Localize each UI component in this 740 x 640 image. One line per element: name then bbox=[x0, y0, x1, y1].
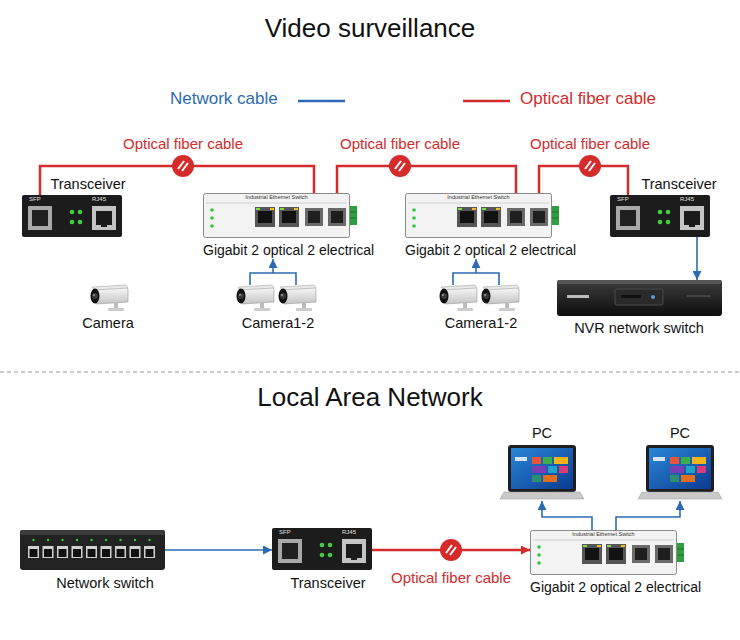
transceiver: TransceiverSFPRJ45 bbox=[272, 528, 372, 570]
port-label: SFP bbox=[279, 529, 291, 536]
camera-icon bbox=[279, 285, 317, 311]
legend-line bbox=[298, 100, 345, 103]
section-title: Local Area Network bbox=[257, 383, 482, 413]
legend-text: Network cable bbox=[170, 89, 278, 109]
port-label: RJ45 bbox=[342, 529, 356, 536]
port-label: RJ45 bbox=[92, 196, 106, 203]
device-label: PC bbox=[532, 425, 552, 442]
device-caption: Industrial Ethernet Switch bbox=[572, 531, 634, 537]
device-label: Transceiver bbox=[641, 176, 716, 193]
ethernet-switch: Industrial Ethernet SwitchGigabit 2 opti… bbox=[203, 193, 376, 259]
device-label: Camera1-2 bbox=[445, 315, 518, 332]
switch-icon bbox=[204, 194, 358, 238]
laptop: PC bbox=[638, 445, 722, 501]
divider bbox=[0, 372, 740, 373]
device-label: Gigabit 2 optical 2 electrical bbox=[405, 242, 576, 258]
edge-label: Optical fiber cable bbox=[121, 135, 245, 152]
network-connector bbox=[272, 259, 274, 273]
fiber-symbol bbox=[440, 539, 462, 561]
camera: Camera bbox=[80, 273, 135, 331]
device-label: NVR network switch bbox=[574, 320, 704, 337]
camera-icon bbox=[440, 285, 478, 311]
transceiver-icon bbox=[610, 195, 710, 237]
switch-icon bbox=[531, 531, 685, 575]
edge-label: Optical fiber cable bbox=[528, 135, 652, 152]
port-label: RJ45 bbox=[680, 196, 694, 203]
device-caption: Industrial Ethernet Switch bbox=[447, 194, 509, 200]
camera-pair: Camera1-2 bbox=[435, 273, 527, 331]
network-switch: Network switch bbox=[20, 530, 165, 570]
port-label: SFP bbox=[29, 196, 41, 203]
transceiver: TransceiverSFPRJ45 bbox=[22, 195, 122, 237]
camera-icon bbox=[237, 285, 275, 311]
fiber-connector bbox=[337, 166, 516, 193]
network-connector bbox=[165, 549, 272, 551]
ethernet-switch: Industrial Ethernet SwitchGigabit 2 opti… bbox=[530, 530, 703, 596]
camera-icon bbox=[482, 285, 520, 311]
network-connector bbox=[616, 501, 680, 530]
nvr-icon bbox=[557, 280, 722, 316]
switch-icon bbox=[406, 194, 560, 238]
nvr: NVR network switch bbox=[557, 280, 722, 316]
device-label: Gigabit 2 optical 2 electrical bbox=[203, 242, 374, 258]
device-label: Transceiver bbox=[290, 575, 365, 592]
device-label: Gigabit 2 optical 2 electrical bbox=[530, 579, 701, 595]
camera-pair: Camera1-2 bbox=[232, 273, 324, 331]
device-label: PC bbox=[670, 425, 690, 442]
edge-label: Optical fiber cable bbox=[338, 135, 462, 152]
fiber-symbol bbox=[172, 155, 194, 177]
edge-label: Optical fiber cable bbox=[389, 569, 513, 586]
title: Video surveillance bbox=[265, 14, 476, 44]
device-label: Transceiver bbox=[50, 176, 125, 193]
ethernet-switch: Industrial Ethernet SwitchGigabit 2 opti… bbox=[405, 193, 578, 259]
legend-line bbox=[463, 100, 510, 103]
port-label: SFP bbox=[617, 196, 629, 203]
camera-icon bbox=[91, 285, 129, 311]
camera-bracket bbox=[453, 273, 499, 285]
fiber-symbol bbox=[579, 155, 601, 177]
device-caption: Industrial Ethernet Switch bbox=[245, 194, 307, 200]
network-switch-icon bbox=[20, 530, 165, 570]
network-connector bbox=[542, 501, 592, 530]
legend-text: Optical fiber cable bbox=[520, 89, 656, 109]
device-label: Network switch bbox=[56, 575, 154, 592]
laptop-icon bbox=[500, 445, 584, 499]
transceiver: TransceiverSFPRJ45 bbox=[610, 195, 710, 237]
transceiver-icon bbox=[272, 528, 372, 570]
fiber-symbol bbox=[389, 155, 411, 177]
laptop-icon bbox=[638, 445, 722, 499]
transceiver-icon bbox=[22, 195, 122, 237]
network-connector bbox=[696, 237, 698, 280]
device-label: Camera bbox=[82, 315, 134, 332]
camera-bracket bbox=[250, 273, 296, 285]
device-label: Camera1-2 bbox=[242, 315, 315, 332]
network-connector bbox=[475, 259, 477, 273]
laptop: PC bbox=[500, 445, 584, 501]
